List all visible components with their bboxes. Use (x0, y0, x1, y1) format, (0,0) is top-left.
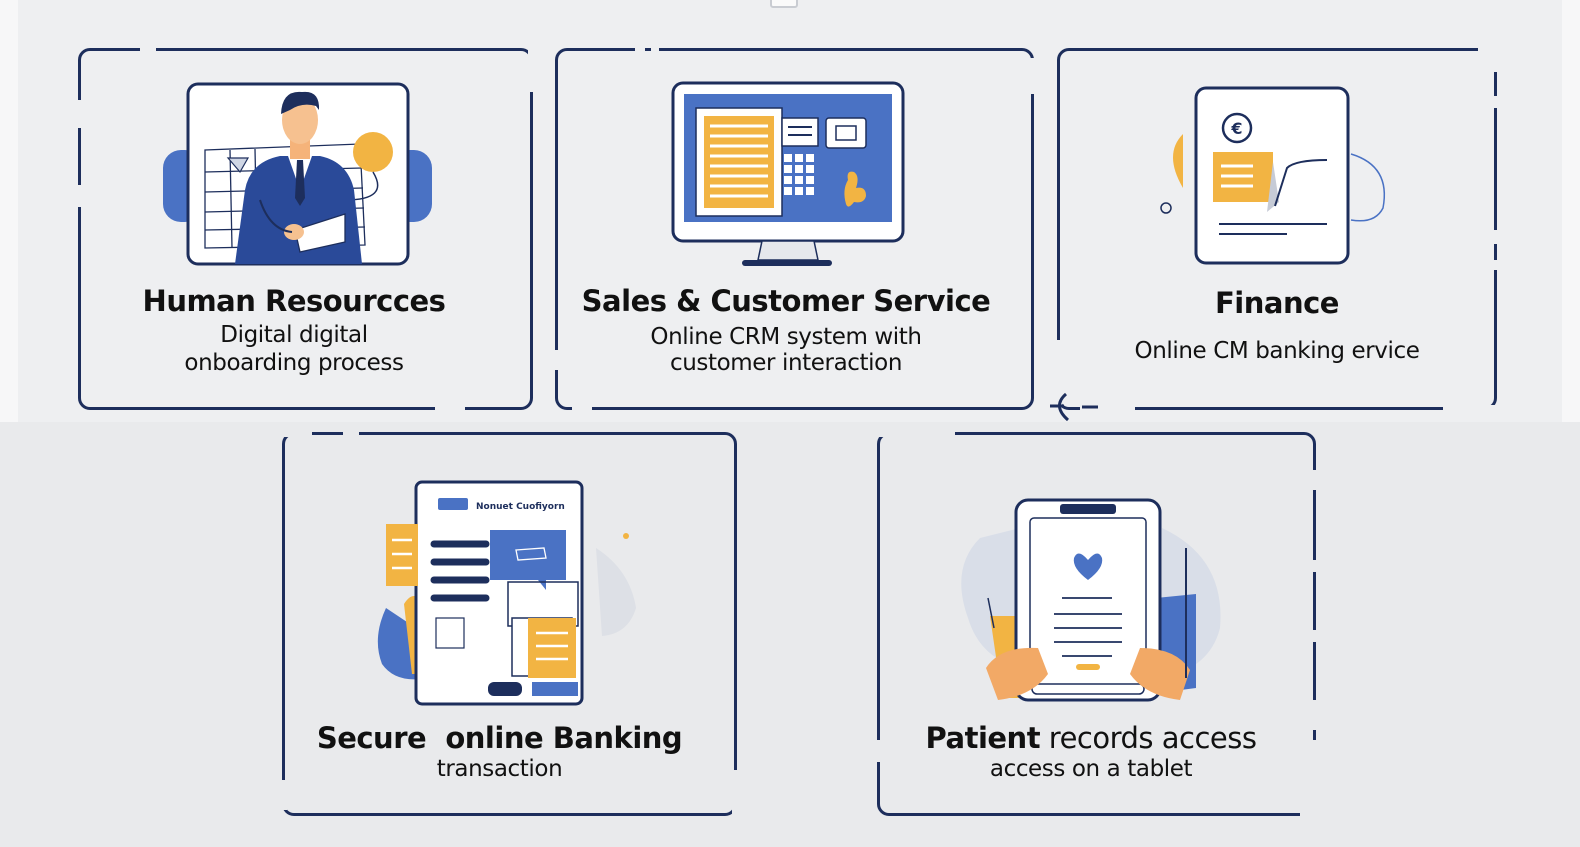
border-gap (528, 48, 537, 92)
card-title: Secure online Banking (316, 721, 683, 755)
person-icon (163, 82, 432, 266)
bottom-row-band (0, 422, 1580, 847)
border-gap (873, 740, 882, 762)
card-title: Sales & Customer Service (581, 284, 991, 318)
border-gap (74, 185, 83, 207)
border-gap (873, 428, 955, 437)
border-gap (572, 405, 592, 414)
border-gap (1478, 44, 1500, 72)
left-edge-shade (0, 0, 18, 422)
card-finance (1057, 48, 1497, 410)
card-secure-online-banking (282, 432, 737, 816)
border-gap (1311, 470, 1320, 490)
connector-mark (1050, 392, 1098, 422)
border-gap (1492, 230, 1501, 244)
card-subtitle-line: onboarding process (184, 350, 404, 376)
card-title-bold: Patient (925, 721, 1041, 755)
card-subtitle-line: Online CRM system with (650, 324, 922, 350)
card-title: Finance (1215, 286, 1339, 320)
border-gap (732, 770, 741, 820)
border-gap (1311, 740, 1320, 820)
monitor-icon (671, 81, 905, 266)
border-gap (1311, 560, 1320, 572)
screen-caption: Nonuet Cuofiyorn (476, 502, 565, 512)
border-gap (278, 428, 312, 437)
border-gap (1053, 340, 1062, 420)
card-human-resources (78, 48, 533, 410)
border-gap (435, 405, 465, 414)
card-subtitle-line: Online CM banking ervice (1134, 338, 1420, 364)
card-subtitle-line: transaction (436, 756, 563, 782)
euro-icon: € (1230, 119, 1242, 138)
border-gap (651, 44, 659, 53)
card-title-rest: records access (1040, 721, 1257, 755)
card-subtitle-line: access on a tablet (989, 756, 1193, 782)
card-sales-customer-service (555, 48, 1034, 410)
border-gap (1080, 405, 1135, 414)
card-patient-records (877, 432, 1316, 816)
heart-icon (1073, 553, 1103, 580)
border-gap (1492, 96, 1501, 108)
right-edge-shade (1562, 0, 1580, 422)
border-gap (1311, 700, 1320, 730)
phone-icon: Nonuet Cuofiyorn (377, 480, 636, 706)
top-handle (770, 0, 798, 8)
border-gap (1029, 58, 1038, 94)
card-subtitle-line: customer interaction (669, 350, 902, 376)
finance-statement-icon: € (1160, 86, 1385, 265)
border-gap (1443, 405, 1503, 414)
border-gap (635, 44, 645, 53)
card-title: Patient records access (877, 721, 1305, 755)
card-subtitle-line: Digital digital (220, 322, 368, 348)
card-title: Human Resourcces (142, 284, 446, 318)
border-gap (343, 428, 359, 437)
border-gap (551, 350, 560, 370)
border-gap (278, 780, 287, 810)
border-gap (140, 44, 156, 53)
border-gap (1492, 260, 1501, 270)
tablet-icon (961, 498, 1221, 702)
border-gap (74, 100, 83, 128)
border-gap (1311, 630, 1320, 642)
